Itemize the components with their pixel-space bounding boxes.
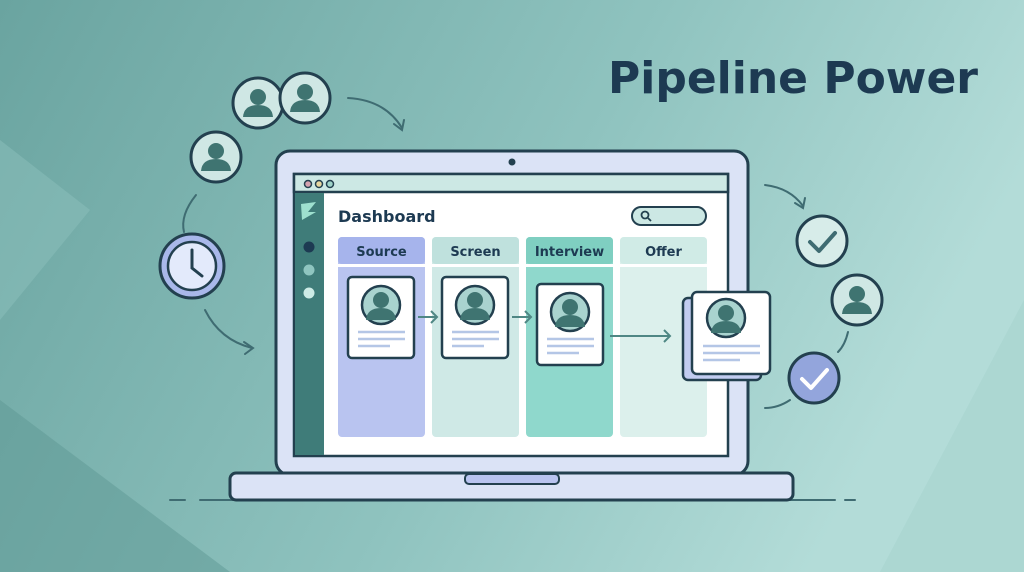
sidebar-item[interactable] bbox=[303, 287, 315, 299]
column-header: Screen bbox=[450, 245, 500, 260]
laptop-notch bbox=[464, 473, 560, 485]
logo bbox=[301, 202, 316, 220]
bg-shape bbox=[880, 300, 1024, 572]
minimize-window-button[interactable] bbox=[314, 179, 324, 189]
dashboard-heading: Dashboard bbox=[338, 207, 436, 226]
check-icon bbox=[787, 351, 841, 405]
search-icon bbox=[640, 210, 652, 222]
candidate-card[interactable] bbox=[346, 275, 416, 360]
offer-card-stack[interactable] bbox=[681, 290, 772, 382]
sidebar-item[interactable] bbox=[303, 264, 315, 276]
camera bbox=[508, 158, 516, 166]
column-header: Interview bbox=[535, 245, 604, 260]
clock-icon bbox=[158, 232, 226, 300]
bg-shape bbox=[0, 400, 230, 572]
column-header: Source bbox=[356, 245, 407, 260]
candidate-card[interactable] bbox=[440, 275, 510, 360]
laptop: Dashboard Source Screen Interview Offer bbox=[228, 149, 795, 502]
avatar bbox=[189, 130, 243, 184]
avatar bbox=[830, 273, 884, 327]
avatar bbox=[231, 76, 285, 130]
search-input[interactable] bbox=[631, 206, 707, 226]
avatar bbox=[278, 71, 332, 125]
window-titlebar bbox=[292, 172, 730, 194]
candidate-card[interactable] bbox=[535, 282, 605, 367]
maximize-window-button[interactable] bbox=[325, 179, 335, 189]
bg-shape bbox=[0, 140, 90, 320]
card-arrows bbox=[418, 310, 672, 343]
sidebar-item[interactable] bbox=[303, 241, 315, 253]
column-header: Offer bbox=[645, 245, 682, 260]
check-icon bbox=[795, 214, 849, 268]
page-title: Pipeline Power bbox=[608, 53, 978, 104]
close-window-button[interactable] bbox=[303, 179, 313, 189]
sidebar bbox=[295, 193, 324, 455]
